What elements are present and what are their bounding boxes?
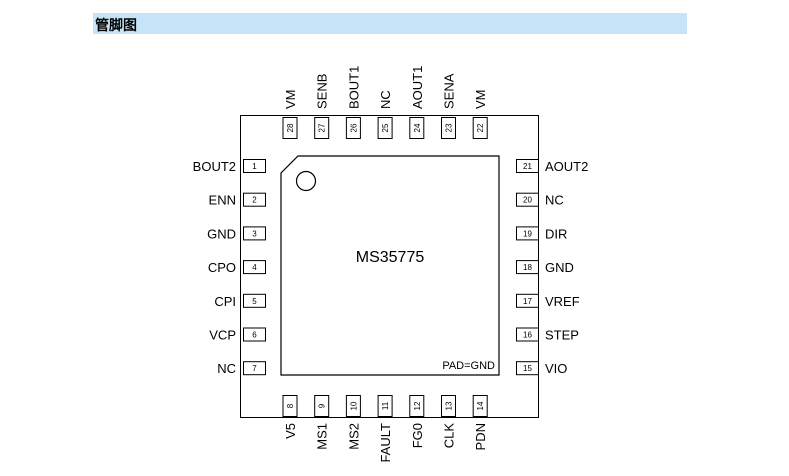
- pin-15-number: 15: [523, 364, 532, 373]
- pin-2-box: [243, 192, 266, 207]
- pin-28-label: VM: [283, 90, 298, 110]
- pin-17-number: 17: [523, 297, 532, 306]
- pin-23-number: 23: [445, 123, 454, 132]
- pin-14-number: 14: [476, 401, 485, 410]
- pin-24-number: 24: [413, 123, 422, 132]
- pin-18-label: GND: [545, 260, 574, 275]
- pin-11-number: 11: [381, 401, 390, 410]
- die-outline: [280, 155, 500, 376]
- pin-19-box: [516, 226, 539, 241]
- pin-4-box: [243, 260, 266, 275]
- pin-19-number: 19: [523, 229, 532, 238]
- pin-1-box: [243, 159, 266, 173]
- pin-3-number: 3: [252, 229, 257, 238]
- pin-24-box: [409, 117, 425, 139]
- pin-17-label: VREF: [545, 294, 580, 309]
- pin-6-label: VCP: [209, 328, 236, 343]
- pin-24-label: AOUT1: [410, 66, 425, 109]
- pin-5-box: [243, 293, 266, 308]
- pin-7-number: 7: [252, 364, 257, 373]
- pin-28-box: [282, 117, 298, 139]
- pin-27-number: 27: [318, 123, 327, 132]
- section-title: 管脚图: [95, 18, 137, 34]
- pin-23-box: [441, 117, 456, 139]
- pin-9-number: 9: [318, 403, 327, 408]
- pin-6-number: 6: [252, 331, 257, 340]
- pin-21-label: AOUT2: [545, 159, 588, 174]
- pin-8-box: [282, 395, 298, 417]
- pin-4-number: 4: [252, 263, 257, 272]
- pin-6-box: [243, 327, 266, 342]
- pin-9-box: [314, 395, 330, 417]
- pin-26-number: 26: [349, 123, 358, 132]
- pin-2-label: ENN: [209, 193, 236, 208]
- pin-14-label: PDN: [473, 423, 488, 450]
- pin-13-number: 13: [445, 401, 454, 410]
- pin-10-label: MS2: [346, 423, 361, 450]
- pin-20-number: 20: [523, 196, 532, 205]
- pin-15-label: VIO: [545, 361, 567, 376]
- pin-16-number: 16: [523, 331, 532, 340]
- pin-12-label: FG0: [410, 423, 425, 448]
- pin-18-box: [516, 260, 539, 275]
- chip-name: MS35775: [356, 249, 425, 266]
- pin-16-label: STEP: [545, 328, 579, 343]
- pin-5-label: CPI: [214, 294, 236, 309]
- pin-28-number: 28: [286, 123, 295, 132]
- pin-5-number: 5: [252, 297, 257, 306]
- pin-27-box: [314, 117, 330, 139]
- pin-12-box: [409, 395, 425, 417]
- pin-15-box: [516, 361, 539, 376]
- pin-25-box: [377, 117, 393, 139]
- pin-10-box: [345, 395, 361, 417]
- pin-27-label: SENB: [315, 74, 330, 109]
- pin-22-box: [472, 117, 488, 139]
- pin-7-box: [243, 361, 266, 376]
- pin-1-label: BOUT2: [193, 159, 236, 174]
- pin-18-number: 18: [523, 263, 532, 272]
- pin-20-box: [516, 192, 539, 207]
- pin-26-box: [345, 117, 361, 139]
- pad-note: PAD=GND: [442, 360, 495, 372]
- pin-7-label: NC: [217, 361, 236, 376]
- pin-3-box: [243, 226, 266, 241]
- pin-14-box: [472, 395, 488, 417]
- section-header-bar: 管脚图: [93, 13, 687, 34]
- pin-10-number: 10: [349, 401, 358, 410]
- pin-1-number: 1: [252, 162, 257, 171]
- pin-21-number: 21: [523, 162, 532, 171]
- pin-11-box: [377, 395, 393, 417]
- pin-16-box: [516, 327, 539, 342]
- pin-11-label: FAULT: [378, 423, 393, 463]
- pin-9-label: MS1: [315, 423, 330, 450]
- pin-3-label: GND: [207, 226, 236, 241]
- pin-17-box: [516, 293, 539, 308]
- pin-19-label: DIR: [545, 226, 567, 241]
- pin-2-number: 2: [252, 196, 257, 205]
- pin-13-label: CLK: [442, 423, 457, 449]
- pin-25-label: NC: [378, 90, 393, 109]
- pin-22-number: 22: [476, 123, 485, 132]
- pin-21-box: [516, 159, 539, 173]
- pin-8-number: 8: [286, 403, 295, 408]
- pin-12-number: 12: [413, 401, 422, 410]
- pin-8-label: V5: [283, 423, 298, 439]
- pin-23-label: SENA: [442, 73, 457, 109]
- pin-20-label: NC: [545, 193, 564, 208]
- pin-26-label: BOUT1: [346, 66, 361, 109]
- pin-22-label: VM: [473, 90, 488, 110]
- pin-25-number: 25: [381, 123, 390, 132]
- pin-13-box: [441, 395, 456, 417]
- pin-4-label: CPO: [208, 260, 236, 275]
- pin1-marker-icon: [295, 170, 317, 192]
